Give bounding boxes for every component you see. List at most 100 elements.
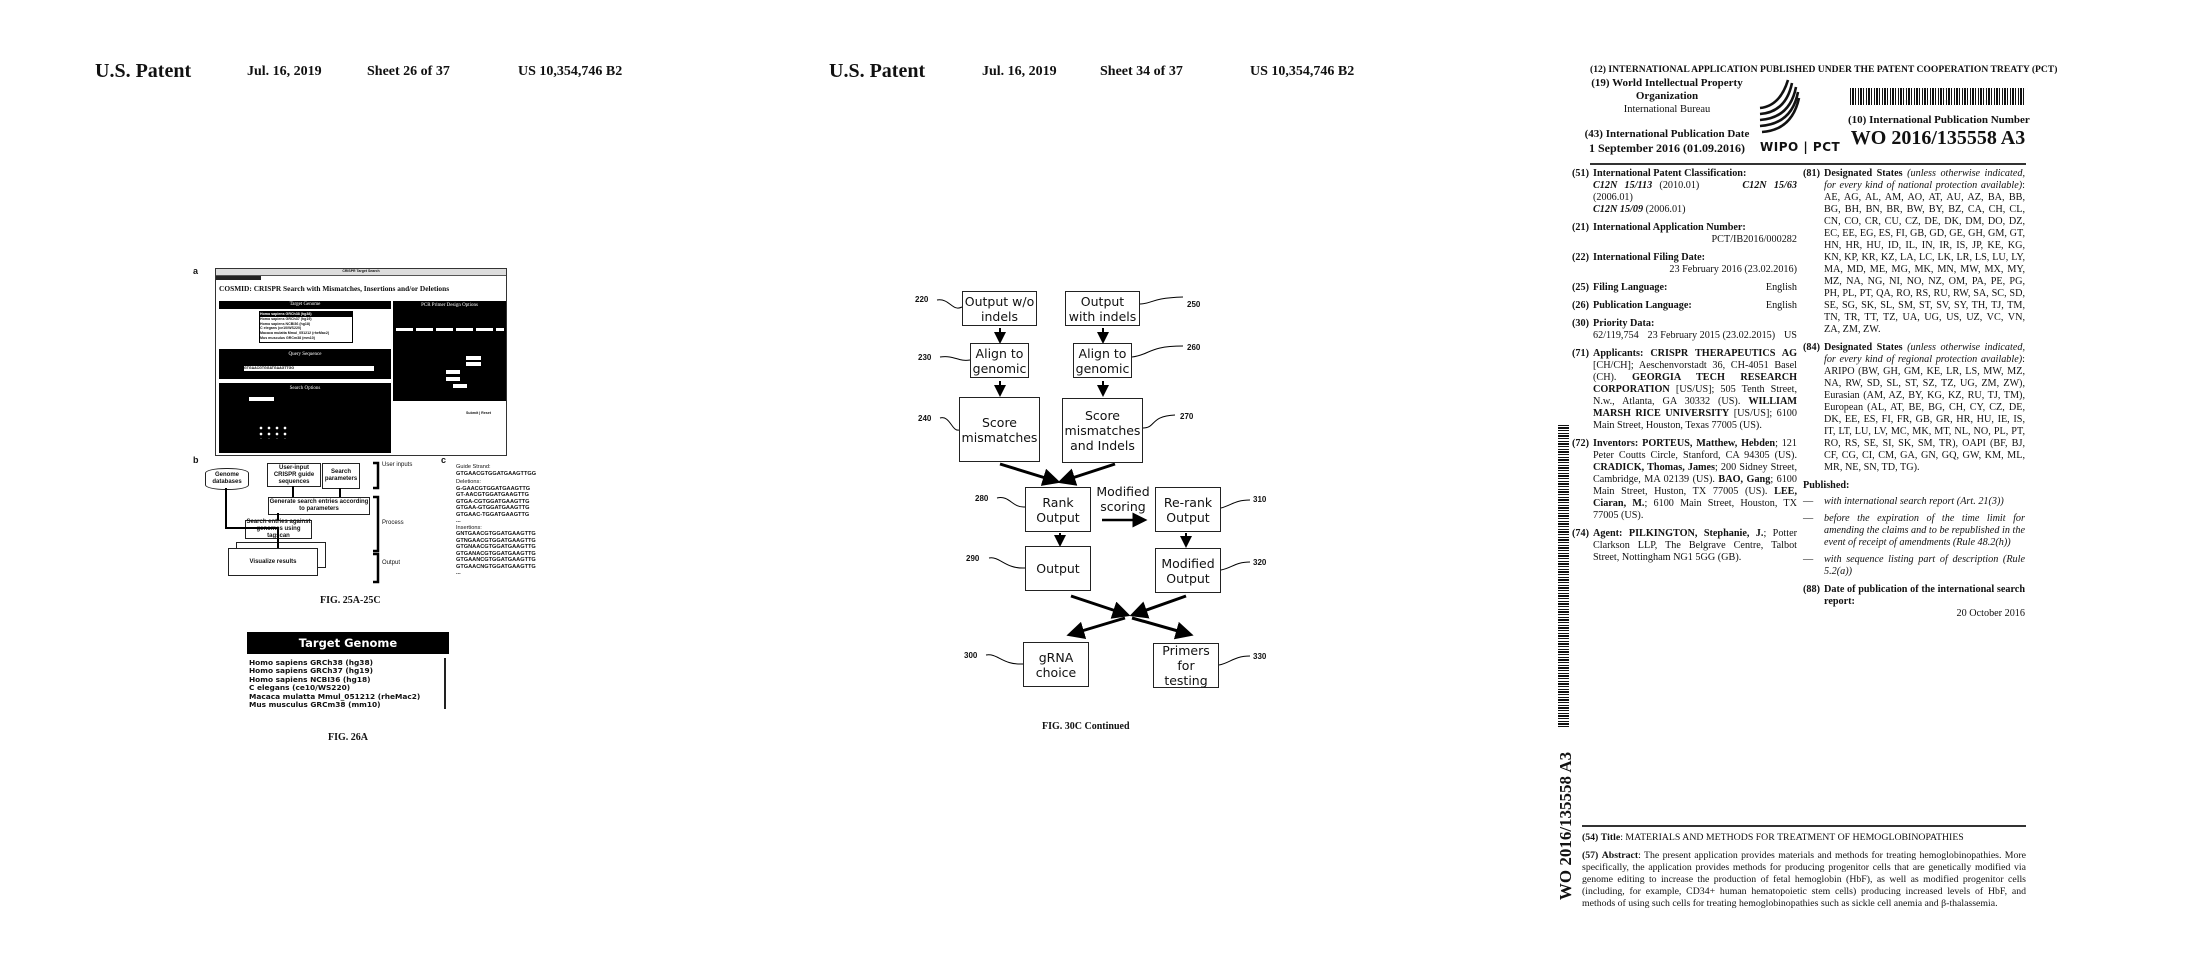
pcr-input[interactable] [466, 356, 481, 360]
ref-240: 240 [918, 414, 932, 423]
genome-option[interactable]: Mus musculus GRCm38 (mm10) [249, 700, 381, 710]
header-title: U.S. Patent [95, 60, 192, 82]
field-74: (74) Agent: PILKINGTON, Stephanie, J.; P… [1572, 528, 1797, 564]
genome-option[interactable]: Homo sapiens GRCh38 (hg38) [260, 312, 352, 317]
flowchart-connectors [936, 296, 1251, 666]
f71-a3rest: [US/US]; 6100 Main Street, Houston, Texa… [1593, 408, 1797, 431]
f51-label: International Patent Classification: [1593, 168, 1747, 179]
genome-listbox[interactable]: Homo sapiens GRCh38 (hg38) Homo sapiens … [259, 311, 353, 343]
page-header: U.S. Patent Jul. 16, 2019 Sheet 34 of 37… [829, 60, 1354, 83]
deletions-label: Deletions: [456, 479, 481, 485]
f30-date: 23 February 2015 (23.02.2015) [1647, 330, 1776, 341]
query-sequence-input[interactable]: GTGAACGTGGATGAAGTTGG [244, 366, 374, 371]
wipo-logo-icon [1759, 79, 1801, 134]
modified-scoring-label: Modified scoring [1096, 484, 1150, 514]
genome-option[interactable]: Homo sapiens GRCh37 (hg19) [260, 316, 312, 321]
f84-value: : ARIPO (BW, GH, GM, KE, LR, LS, MW, MZ,… [1824, 354, 2025, 473]
arrow [1070, 594, 1131, 619]
f51-c2: C12N 15/63 [1742, 180, 1798, 191]
genome-option[interactable]: C elegans (ce10/WS220) [260, 326, 302, 331]
insertion-seq: GTGAANCGTGGATGAAGTTG [456, 557, 536, 563]
items-0: with international search report (Art. 2… [1824, 496, 2004, 507]
f72-label: Inventors: [1593, 438, 1639, 449]
f54-value: : MATERIALS AND METHODS FOR TREATMENT OF… [1620, 832, 1964, 843]
ref-320: 320 [1253, 558, 1267, 567]
f22-num: (22) [1572, 252, 1589, 263]
genome-option[interactable]: C elegans (ce10/WS220) [249, 683, 351, 693]
publication-number-label: (10) International Publication Number [1848, 114, 2030, 126]
target-genome-list[interactable]: Homo sapiens GRCh38 (hg38) Homo sapiens … [249, 658, 446, 709]
genome-option[interactable]: Macaca mulatta Mmul_051212 (rheMac2) [249, 691, 421, 701]
header-title: U.S. Patent [829, 60, 926, 82]
f71-a1rest: [CH/CH]; Aeschenvorstadt 36, CH-4051 Bas… [1593, 360, 1797, 383]
ref-250: 250 [1187, 300, 1201, 309]
panel-label-c: c [441, 455, 447, 465]
arrow [1131, 616, 1194, 640]
pcr-input[interactable] [446, 370, 460, 374]
f51-d3: (2006.01) [1645, 204, 1686, 215]
f54-label: Title [1600, 832, 1621, 843]
search-options-panel: Search Options [219, 383, 391, 453]
f88-label: Date of publication of the international… [1824, 584, 2025, 607]
f88-value: 20 October 2016 [1956, 608, 2025, 619]
f25-num: (25) [1572, 282, 1589, 293]
insertion-seq: GTGANACGTGGATGAAGTTG [456, 550, 536, 557]
f72-i1rest: ; 121 Peter Coutts Circle, Stanford, CA … [1593, 438, 1797, 461]
insertion-seq: GTGAACNGTGGATGAAGTTG [456, 563, 536, 570]
f71-a2rest: [US/US]; 505 Tenth Street, N.w., Atlanta… [1593, 384, 1797, 407]
search-option-input[interactable] [249, 397, 274, 401]
f30-country: US [1783, 330, 1797, 341]
f72-i3: BAO, Gang [1718, 474, 1771, 485]
insertion-seq: GTNGAACGTGGATGAAGTTG [456, 537, 536, 544]
f21-value: PCT/IB2016/000282 [1711, 234, 1797, 245]
genome-option[interactable]: Mus musculus GRCm38 (mm10) [260, 335, 315, 340]
submit-reset-links[interactable]: Submit | Reset [466, 411, 491, 415]
pcr-input[interactable] [446, 377, 460, 381]
node-score-mismatches-indels: Score mismatches and Indels [1062, 398, 1143, 463]
deletion-seq: GTGA-CGTGGATGAAGTTG [456, 498, 530, 505]
publication-date-block: (43) International Publication Date 1 Se… [1578, 127, 1756, 155]
pcr-option-buttons[interactable] [396, 328, 504, 331]
f74-label: Agent: [1593, 528, 1623, 539]
pcr-input[interactable] [453, 384, 467, 388]
genome-option[interactable]: Homo sapiens NCBI36 (hg18) [260, 321, 311, 326]
f57-num: (57) [1582, 850, 1599, 861]
target-genome-header-large: Target Genome [247, 632, 449, 654]
genome-databases-cylinder: Genome databases [205, 468, 249, 490]
f57-label: Abstract [1601, 850, 1639, 861]
genome-option[interactable]: Macaca mulatta Mmul_051212 (rheMac2) [260, 331, 330, 336]
genome-option[interactable]: Homo sapiens NCBI36 (hg18) [249, 674, 371, 684]
ref-280: 280 [975, 494, 989, 503]
deletion-seq: GT-AACGTGGATGAAGTTG [456, 492, 529, 498]
f74-rest: ; Potter Clarkson LLP, The Belgrave Cent… [1593, 528, 1797, 563]
abstract-rule [1582, 825, 2026, 827]
figure-caption-26a: FIG. 26A [328, 732, 368, 743]
header-date: Jul. 16, 2019 [247, 64, 322, 79]
connector-line [225, 488, 279, 540]
field-81: (81) Designated States (unless otherwise… [1803, 168, 2025, 336]
page-header: U.S. Patent Jul. 16, 2019 Sheet 26 of 37… [95, 60, 622, 83]
f51-c3: C12N 15/09 [1593, 204, 1644, 215]
node-output: Output [1025, 546, 1091, 591]
node-rank-output: Rank Output [1025, 487, 1091, 532]
arrow [1066, 616, 1126, 640]
genome-option[interactable]: Homo sapiens GRCh38 (hg38) [249, 658, 373, 667]
header-rule [1590, 163, 2026, 165]
f71-a2: GEORGIA TECH RESEARCH CORPORATION [1593, 372, 1797, 395]
field-22: (22) International Filing Date:23 Februa… [1572, 252, 1797, 276]
node-rerank-output: Re-rank Output [1155, 487, 1221, 532]
node-output-with-indels: Output with indels [1065, 291, 1140, 326]
publication-date: 1 September 2016 (01.09.2016) [1588, 141, 1746, 155]
dash-bullet: — [1803, 513, 1814, 524]
ref-310: 310 [1253, 495, 1267, 504]
f30-label: Priority Data: [1593, 318, 1655, 329]
genome-option[interactable]: Homo sapiens GRCh37 (hg19) [249, 666, 373, 676]
pcr-input[interactable] [466, 362, 481, 366]
field-88: (88) Date of publication of the internat… [1803, 584, 2025, 620]
bracket-label-user-inputs: User inputs [382, 462, 413, 468]
search-option-radios[interactable] [257, 425, 289, 439]
f30-num: (30) [1572, 318, 1589, 329]
publication-date-label: (43) International Publication Date [1584, 128, 1750, 140]
ref-230: 230 [918, 353, 932, 362]
f21-label: International Application Number: [1593, 222, 1746, 233]
